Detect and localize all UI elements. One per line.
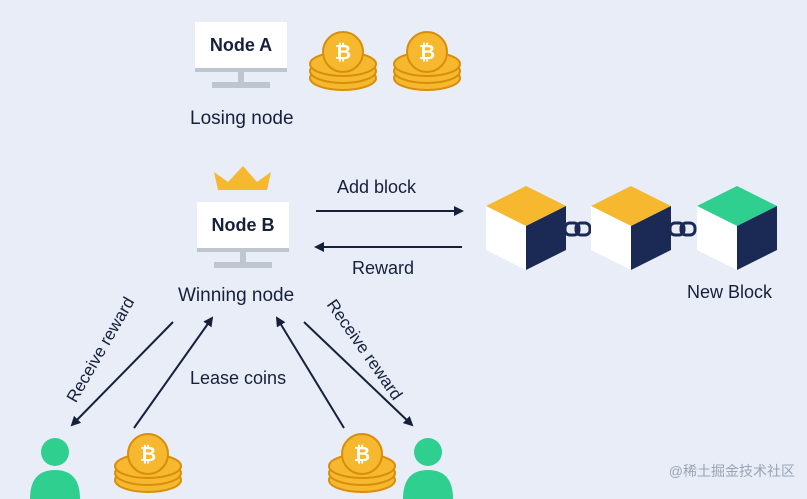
bitcoin-icon: ₿ [354,442,370,466]
new-block-cube [697,186,777,270]
chain-link-icon [563,221,592,237]
node-a-base [212,82,270,88]
lease-coins-right-arrow [275,316,345,429]
user-icon [403,438,453,499]
bitcoin-icon: ₿ [419,40,435,64]
lease-coins-label: Lease coins [190,368,287,388]
coin-stack-icon: ₿ [114,433,182,493]
coin-stack-icon: ₿ [309,31,377,91]
block-cube-2 [591,186,671,270]
reward-label: Reward [352,258,415,278]
chain-link-icon [668,221,697,237]
node-a-stand [238,72,244,82]
node-b-monitor: Node B [197,202,289,252]
node-b-label: Node B [211,214,275,235]
coin-face [322,31,364,73]
receive-reward-right-arrow [303,321,414,427]
lease-coins-left-arrow [133,316,214,429]
bitcoin-icon: ₿ [140,442,156,466]
node-b-base [214,262,272,268]
block-cube-1 [486,186,566,270]
node-a-label: Node A [209,34,273,55]
node-a-monitor: Node A [195,22,287,72]
watermark: @稀土掘金技术社区 [668,463,795,479]
user-icon [30,438,80,499]
node-b-caption: Winning node [178,285,295,306]
coin-face [127,433,169,475]
receive-reward-left-arrow [70,321,174,427]
add-block-label: Add block [337,177,417,197]
node-b-stand [240,252,246,262]
node-a-caption: Losing node [190,108,294,129]
coin-stack-icon: ₿ [393,31,461,91]
crown-icon [214,166,271,190]
coin-face [406,31,448,73]
coin-stack-icon: ₿ [328,433,396,493]
new-block-label: New Block [687,282,773,302]
bitcoin-icon: ₿ [335,40,351,64]
coin-face [341,433,383,475]
